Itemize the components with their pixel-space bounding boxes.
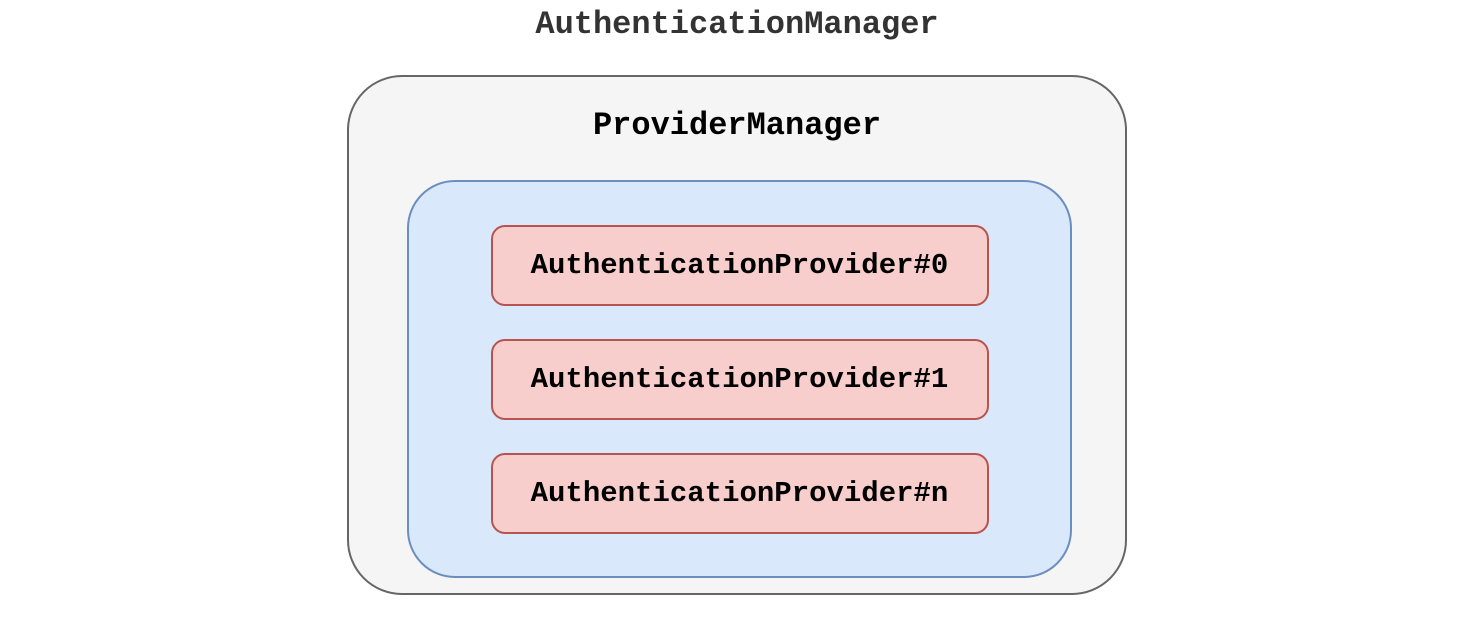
authentication-provider-n-box: AuthenticationProvider#n: [490, 452, 989, 534]
authentication-manager-title: AuthenticationManager: [535, 6, 939, 43]
providers-container-box: AuthenticationProvider#0 AuthenticationP…: [407, 180, 1072, 578]
authentication-provider-0-box: AuthenticationProvider#0: [490, 224, 989, 306]
authentication-provider-1-box: AuthenticationProvider#1: [490, 338, 989, 420]
provider-manager-label: ProviderManager: [592, 107, 882, 144]
provider-manager-box: ProviderManager AuthenticationProvider#0…: [347, 75, 1127, 595]
